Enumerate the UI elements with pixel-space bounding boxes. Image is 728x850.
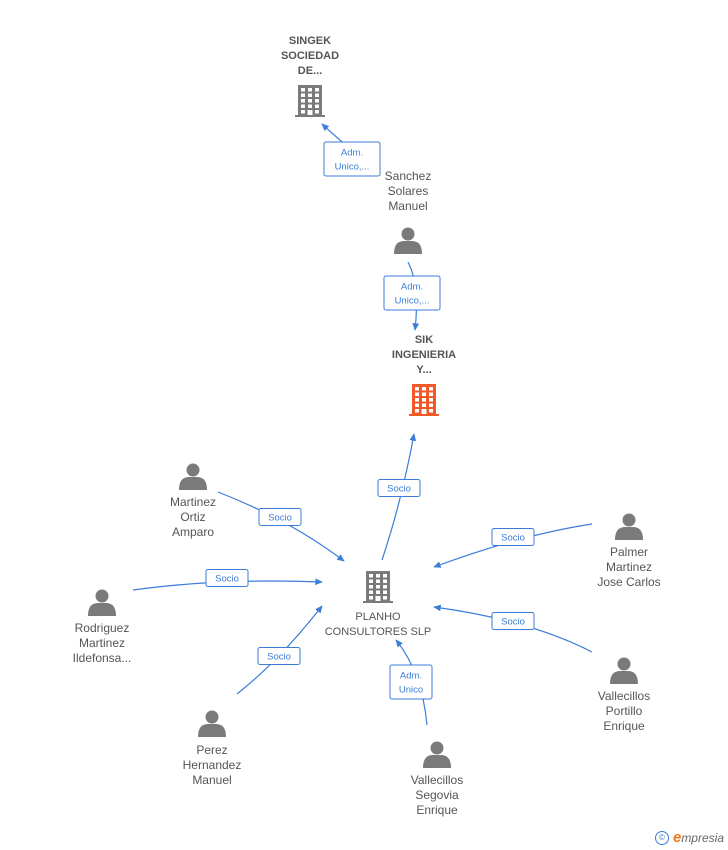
edge-arrow [217,491,345,562]
node-rodriguez[interactable]: RodriguezMartinezIldefonsa... [73,589,132,666]
node-label: Martinez [606,560,652,574]
edge-palmer-to-planho: Socio [433,523,593,568]
edge-label-box[interactable] [383,275,441,311]
edge-label-text: Socio [387,484,411,495]
node-label: Enrique [416,803,458,817]
node-singek[interactable]: SINGEK SOCIEDAD DE... [281,35,339,117]
edge-sanchez-to-sik: Adm. Unico,... [383,261,441,331]
copyright-icon: © [654,830,669,845]
node-label: Hernandez [183,758,242,772]
node-label: Solares [388,184,429,198]
node-label: PLANHO [355,611,401,623]
edge-label-text: Socio [267,652,291,663]
edge-label-text: Socio [501,533,525,544]
edge-label-text: Socio [268,513,292,524]
building-icon [295,85,325,117]
person-icon [423,741,451,768]
node-label: Manuel [388,199,427,213]
node-label: Segovia [415,788,459,802]
edge-label-text: Socio [215,574,239,585]
node-label: DE... [298,65,322,77]
node-label: Martinez [79,636,125,650]
edge-label-box[interactable] [389,664,433,700]
edge-label-box[interactable] [257,647,301,665]
node-label: INGENIERIA [392,349,456,361]
node-label: Rodriguez [75,621,130,635]
edge-label-box[interactable] [491,612,535,630]
node-label: Jose Carlos [597,575,660,589]
node-label: Sanchez [385,169,432,183]
edge-label-box[interactable] [377,479,421,497]
node-label: Enrique [603,719,645,733]
edge-label-box[interactable] [205,569,249,587]
watermark: © empresia [654,829,724,846]
edge-label-text: Adm. [401,282,423,293]
edge-perez-to-planho: Socio [236,605,323,695]
node-label: Martinez [170,495,216,509]
node-label: Palmer [610,545,648,559]
person-icon [179,463,207,490]
node-label: Portillo [606,704,643,718]
node-label: Perez [196,743,227,757]
person-icon [615,513,643,540]
edge-rodriguez-to-planho: Socio [132,569,323,591]
node-label: SIK [415,334,433,346]
node-label: SOCIEDAD [281,50,339,62]
edge-planho-to-sik: Socio [377,433,421,561]
node-label: Manuel [192,773,231,787]
edge-label-text: Unico,... [395,296,430,307]
node-label: CONSULTORES SLP [325,626,432,638]
edges-layer: Adm.Unico,...Adm.Unico,...SocioSocioSoci… [132,123,593,726]
nodes-layer: SINGEKSOCIEDADDE...SanchezSolaresManuelS… [73,35,661,817]
node-label: Y... [416,364,431,376]
brand-logo: empresia [672,829,724,846]
node-label: Amparo [172,525,214,539]
edge-martinez-to-planho: Socio [217,491,345,562]
building-icon [363,571,393,603]
edge-label-box[interactable] [491,528,535,546]
edge-label-text: Adm. [341,148,363,159]
edge-label-box[interactable] [323,141,381,177]
edge-label-text: Adm. [400,671,422,682]
edge-vallecillos_s-to-planho: Adm. Unico [389,639,433,726]
building-icon [409,384,439,416]
node-label: Vallecillos [411,773,463,787]
edge-vallecillos_p-to-planho: Socio [433,604,593,653]
node-label: Ortiz [180,510,205,524]
person-icon [610,657,638,684]
node-label: SINGEK [289,35,331,47]
edge-label-text: Unico [399,685,423,696]
person-icon [394,227,422,254]
edge-sanchez-to-singek: Adm. Unico,... [321,123,381,177]
node-label: Vallecillos [598,689,650,703]
edge-arrow [381,433,417,561]
person-icon [88,589,116,616]
person-icon [198,710,226,737]
edge-label-text: Unico,... [335,162,370,173]
node-sik[interactable]: SIK INGENIERIA Y... [392,334,456,416]
node-label: Ildefonsa... [73,651,132,665]
node-planho[interactable]: PLANHO CONSULTORES SLP [325,571,432,638]
edge-label-box[interactable] [258,508,302,526]
edge-label-text: Socio [501,617,525,628]
